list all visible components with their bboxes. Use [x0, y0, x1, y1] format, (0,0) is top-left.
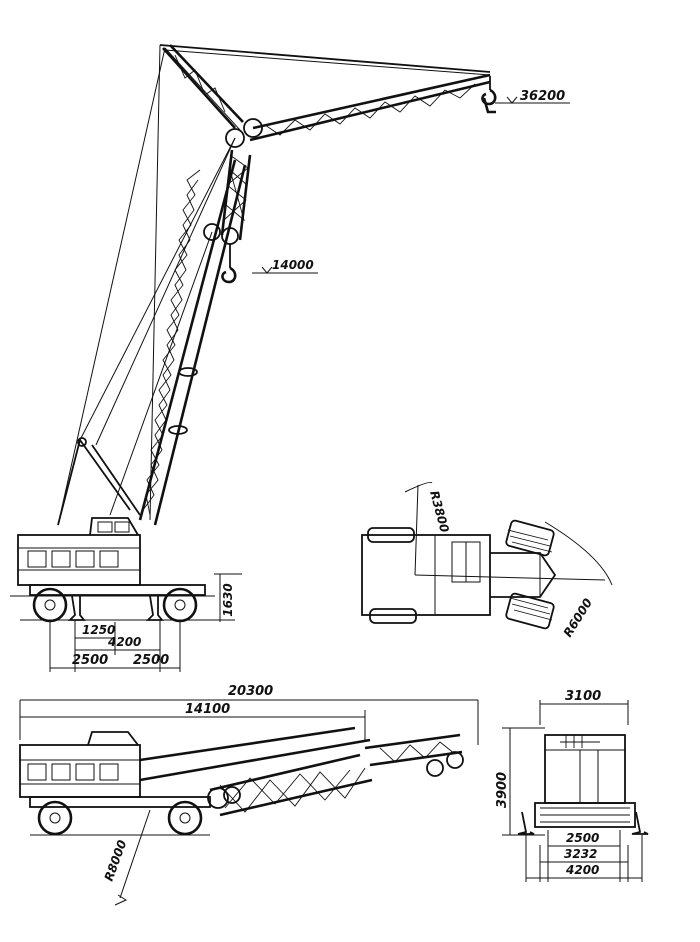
hook-height-main-label: 36200	[520, 89, 565, 104]
turning-radius-label: R8000	[102, 838, 130, 883]
hook-height-main-callout: 36200	[495, 89, 570, 104]
radius-small-label: R3800	[427, 489, 452, 534]
overall-length-label: 20300	[228, 684, 273, 699]
outrigger-base-label: 4200	[565, 863, 599, 877]
side-dimensions: 1630 1250 4200 2500 2500	[49, 573, 242, 672]
aux-hook	[221, 244, 237, 284]
dim-2500-right-label: 2500	[133, 653, 169, 668]
width-top-label: 3100	[565, 689, 601, 704]
transport-view: 20300 14100	[19, 684, 479, 906]
rigging-cables	[57, 44, 491, 526]
plan-view: R3800 R6000	[361, 481, 613, 640]
outriggers	[20, 595, 235, 621]
track-3232-label: 3232	[564, 847, 597, 861]
main-hook	[481, 76, 497, 114]
carrier-body	[10, 517, 215, 597]
dim-1250-label: 1250	[82, 623, 115, 637]
wheels	[32, 587, 198, 623]
dim-2500-left-label: 2500	[72, 653, 108, 668]
front-view: 3100 3900 2500 3232 4200	[495, 689, 649, 882]
radius-large-label: R6000	[561, 596, 595, 640]
front-height-label: 3900	[495, 772, 510, 808]
dim-4200-label: 4200	[107, 635, 141, 649]
length-to-jib-label: 14100	[185, 702, 230, 717]
track-2500-label: 2500	[566, 831, 599, 845]
plan-outrigger-pads	[505, 519, 555, 630]
transport-boom	[139, 726, 464, 817]
hook-height-aux-label: 14000	[272, 258, 314, 272]
outrigger-height-label: 1630	[221, 583, 235, 616]
side-view: 36200 14000 1630 1250 4200 2500 2500	[10, 44, 570, 672]
main-boom	[138, 149, 252, 526]
fly-jib	[162, 44, 491, 142]
hook-height-aux-callout: 14000	[252, 258, 318, 274]
